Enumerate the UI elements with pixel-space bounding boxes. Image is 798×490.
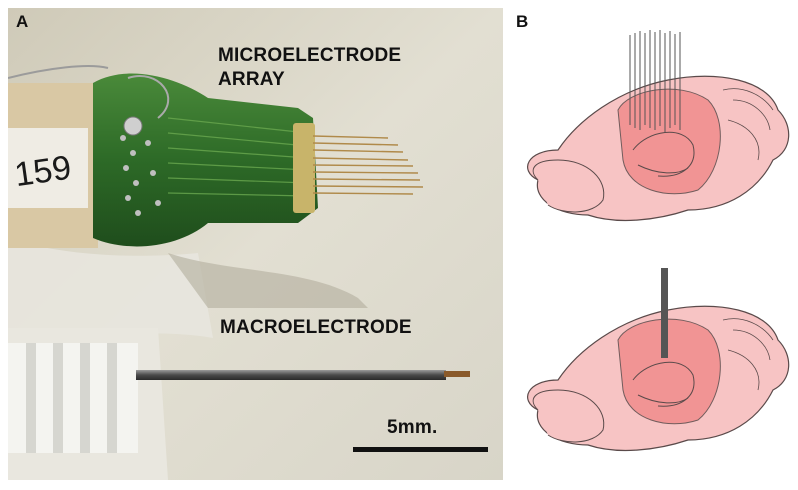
svg-text:159: 159 bbox=[12, 149, 73, 195]
brain-diagram-top bbox=[527, 30, 790, 222]
electrode-photo: 159 bbox=[8, 8, 503, 480]
panel-a-label: A bbox=[16, 12, 29, 31]
brain-diagram-bottom bbox=[527, 268, 790, 452]
scale-bar-label: 5mm. bbox=[387, 417, 438, 438]
macroelectrode-label: MACROELECTRODE bbox=[220, 317, 412, 338]
panel-b-brain-diagrams bbox=[508, 0, 798, 485]
pcb-board bbox=[93, 73, 318, 247]
microelectrode-label-line2: ARRAY bbox=[218, 69, 285, 90]
macroelectrode-in-brain bbox=[661, 268, 668, 358]
panel-b-label: B bbox=[516, 12, 529, 31]
microelectrode-array-label: MICROELECTRODE ARRAY bbox=[218, 44, 401, 92]
photo-panel-a: 159 bbox=[8, 8, 503, 480]
screw-holder bbox=[8, 343, 138, 453]
scale-bar bbox=[353, 447, 488, 452]
microelectrode-label-line1: MICROELECTRODE bbox=[218, 45, 402, 66]
macroelectrode-rod bbox=[136, 370, 446, 380]
